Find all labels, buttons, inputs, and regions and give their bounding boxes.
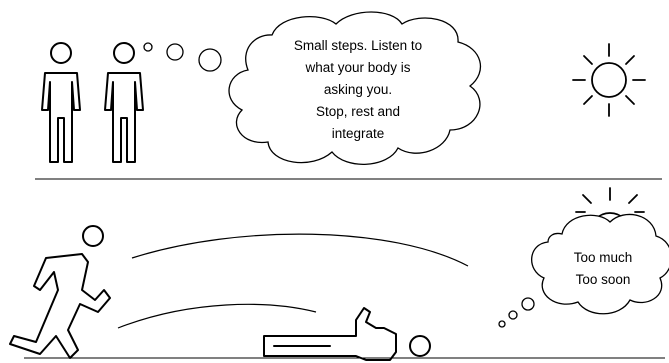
thought-top-line-5: integrate (332, 126, 385, 141)
standing-person-left-icon (42, 43, 80, 162)
thought-top-line-2: what your body is (304, 60, 410, 75)
thought-top-line-4: Stop, rest and (316, 104, 400, 119)
running-person-icon (10, 226, 110, 358)
thought-top-line-3: asking you. (324, 82, 392, 97)
thought-trail-top (144, 43, 221, 71)
thought-trail-bottom (499, 298, 534, 327)
standing-person-right-icon (105, 43, 143, 162)
thought-top-line-1: Small steps. Listen to (294, 38, 422, 53)
motion-lines (118, 234, 468, 328)
thought-bottom-line-2: Too soon (576, 272, 631, 287)
thought-bottom-line-1: Too much (574, 250, 633, 265)
sun-icon (573, 44, 645, 116)
lying-person-icon (264, 308, 430, 360)
